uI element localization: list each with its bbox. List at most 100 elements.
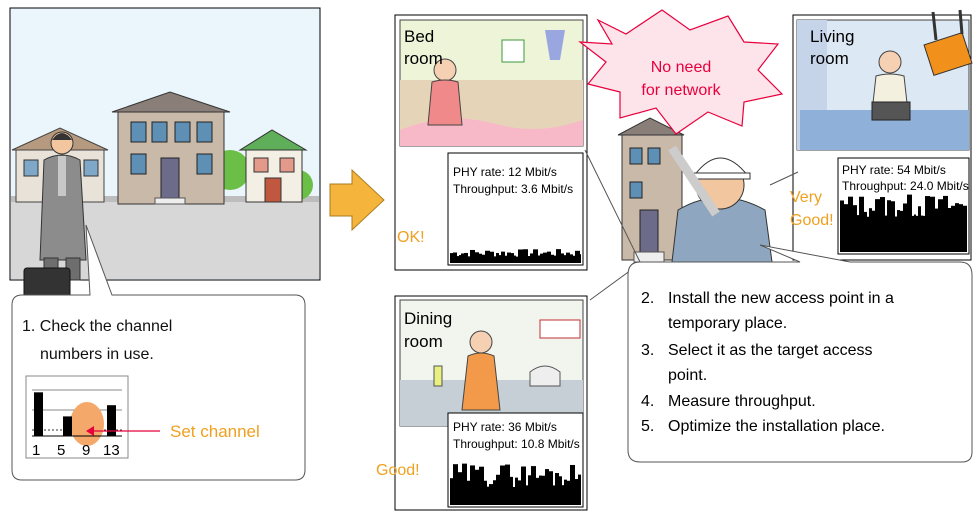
throughput-sample: [505, 464, 510, 505]
dining-room-panel: Dining room PHY rate: 36 Mbit/s Throughp…: [376, 295, 588, 511]
living-room-panel: Living room PHY rate: 54 Mbit/s Throughp…: [790, 9, 973, 261]
bedroom-panel: Bed room PHY rate: 12 Mbit/s Throughput:…: [394, 14, 588, 271]
throughput-sample: [545, 469, 549, 505]
throughput-sample: [475, 469, 479, 505]
bubble-line2: for network: [641, 82, 721, 99]
bubble-line1: No need: [651, 59, 712, 76]
throughput-sample: [916, 215, 918, 252]
throughput-sample: [526, 485, 528, 505]
living-rating-line1: Very: [790, 189, 822, 206]
throughput-sample: [468, 256, 470, 263]
throughput-sample: [499, 255, 501, 263]
throughput-sample: [542, 475, 545, 505]
throughput-sample: [505, 255, 507, 263]
throughput-sample: [897, 210, 900, 252]
throughput-sample: [925, 196, 930, 252]
throughput-sample: [575, 479, 578, 505]
channel-chart: 1 5 9 13 Set channel: [25, 375, 260, 459]
throughput-sample: [880, 197, 885, 252]
throughput-sample: [464, 252, 468, 263]
bedroom-throughput-graph: [450, 249, 581, 263]
throughput-sample: [549, 471, 553, 505]
throughput-sample: [562, 485, 564, 505]
throughput-sample: [482, 254, 485, 263]
throughput-sample: [864, 211, 867, 252]
step3-num: 3.: [641, 342, 654, 359]
throughput-sample: [547, 251, 551, 263]
step2-line2: temporary place.: [668, 315, 787, 332]
throughput-sample: [561, 253, 564, 263]
throughput-sample: [959, 204, 963, 252]
living-phy: PHY rate: 54 Mbit/s: [842, 163, 946, 177]
throughput-sample: [531, 466, 536, 505]
throughput-sample: [948, 208, 951, 252]
right-house: [238, 129, 308, 203]
throughput-sample: [907, 194, 912, 252]
no-need-network-bubble: No need for network: [578, 9, 784, 135]
channel-highlight: [70, 402, 104, 446]
throughput-sample: [518, 249, 523, 263]
throughput-sample: [857, 215, 859, 252]
center-house: [111, 91, 231, 205]
throughput-sample: [461, 253, 464, 263]
step4-num: 4.: [641, 393, 654, 410]
throughput-sample: [570, 254, 573, 263]
throughput-sample: [536, 477, 539, 505]
living-throughput-graph: [840, 194, 967, 252]
throughput-sample: [963, 205, 967, 252]
throughput-sample: [923, 215, 925, 252]
throughput-sample: [500, 465, 505, 505]
throughput-sample: [951, 205, 955, 252]
throughput-sample: [467, 480, 470, 505]
throughput-sample: [511, 253, 514, 263]
throughput-sample: [566, 252, 570, 263]
throughput-sample: [450, 253, 453, 263]
throughput-sample: [938, 199, 943, 252]
throughput-sample: [869, 208, 872, 252]
tick-13: 13: [103, 442, 120, 459]
throughput-sample: [458, 472, 462, 505]
throughput-sample: [493, 480, 496, 505]
tick-1: 1: [32, 442, 40, 459]
throughput-sample: [935, 208, 938, 252]
tick-5: 5: [57, 442, 65, 459]
throughput-sample: [510, 476, 513, 505]
step5-line1: Optimize the installation place.: [668, 418, 885, 435]
target-house: [617, 117, 685, 263]
throughput-sample: [518, 480, 521, 505]
throughput-sample: [885, 215, 887, 252]
step4-line1: Measure throughput.: [668, 393, 816, 410]
living-name-line2: room: [810, 49, 849, 68]
callout-line-bedroom: [584, 149, 641, 263]
throughput-sample: [453, 464, 458, 505]
throughput-sample: [918, 206, 921, 252]
throughput-sample: [867, 216, 869, 252]
throughput-sample: [895, 216, 897, 252]
throughput-sample: [573, 255, 575, 263]
throughput-sample: [528, 256, 530, 263]
channel-bar-1: [34, 392, 43, 436]
throughput-sample: [514, 255, 516, 263]
throughput-sample: [470, 465, 475, 505]
throughput-sample: [501, 251, 505, 263]
living-throughput: Throughput: 24.0 Mbit/s: [842, 179, 969, 193]
engineer-figure: [668, 145, 773, 263]
step5-num: 5.: [641, 418, 654, 435]
throughput-sample: [559, 476, 562, 505]
throughput-sample: [533, 249, 538, 263]
bedroom-name-line1: Bed: [404, 27, 434, 46]
throughput-sample: [515, 477, 518, 505]
step1-line1: 1. Check the channel: [22, 318, 172, 335]
throughput-sample: [491, 484, 493, 505]
throughput-sample: [853, 205, 857, 252]
throughput-sample: [575, 250, 580, 263]
throughput-sample: [551, 254, 554, 263]
throughput-sample: [554, 255, 556, 263]
throughput-sample: [490, 251, 494, 263]
throughput-sample: [930, 196, 935, 252]
throughput-sample: [914, 214, 916, 252]
flow-arrow: [329, 168, 385, 232]
throughput-sample: [943, 195, 948, 252]
throughput-sample: [564, 479, 567, 505]
